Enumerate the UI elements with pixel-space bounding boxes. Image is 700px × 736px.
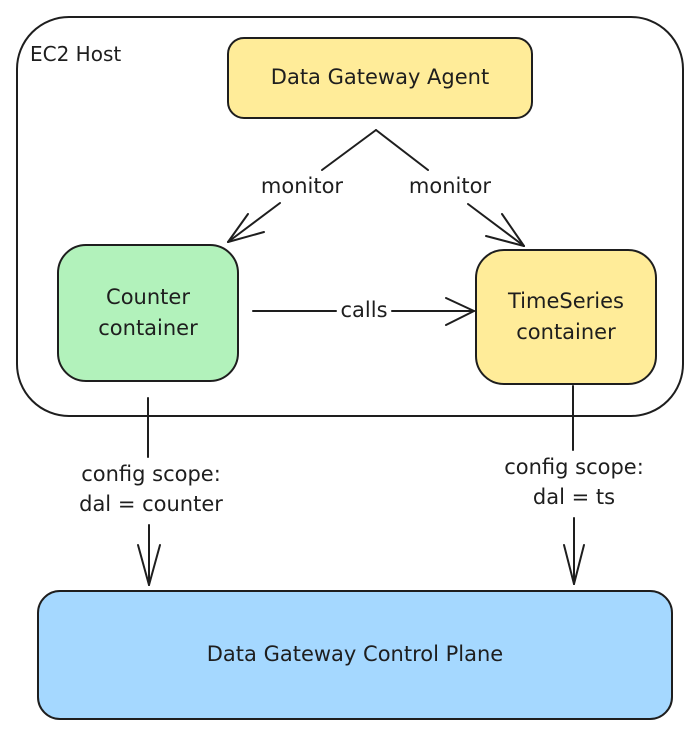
agent-node-box[interactable] <box>227 37 533 119</box>
ec2-host-label: EC2 Host <box>30 42 122 66</box>
monitor-right-arrow <box>375 129 525 247</box>
config-counter-arrow <box>137 397 161 586</box>
calls-label: calls <box>340 298 388 322</box>
ec2-host-boundary <box>16 16 684 417</box>
control-plane-node-label: Data Gateway Control Plane <box>206 642 504 667</box>
agent-node-label: Data Gateway Agent <box>270 65 490 90</box>
calls-arrow <box>252 297 475 326</box>
counter-node-box[interactable] <box>57 244 239 382</box>
monitor-left-arrow <box>227 129 377 243</box>
counter-node-label: Counter container <box>98 284 198 341</box>
monitor-right-label: monitor <box>408 174 492 198</box>
config-ts-label: config scope: dal = ts <box>504 455 644 510</box>
config-counter-label: config scope: dal = counter <box>79 462 223 517</box>
control-plane-node-box[interactable] <box>37 590 673 720</box>
config-ts-arrow <box>563 385 585 585</box>
monitor-left-label: monitor <box>260 174 344 198</box>
timeseries-node-box[interactable] <box>475 249 657 385</box>
timeseries-node-label: TimeSeries container <box>508 288 624 345</box>
